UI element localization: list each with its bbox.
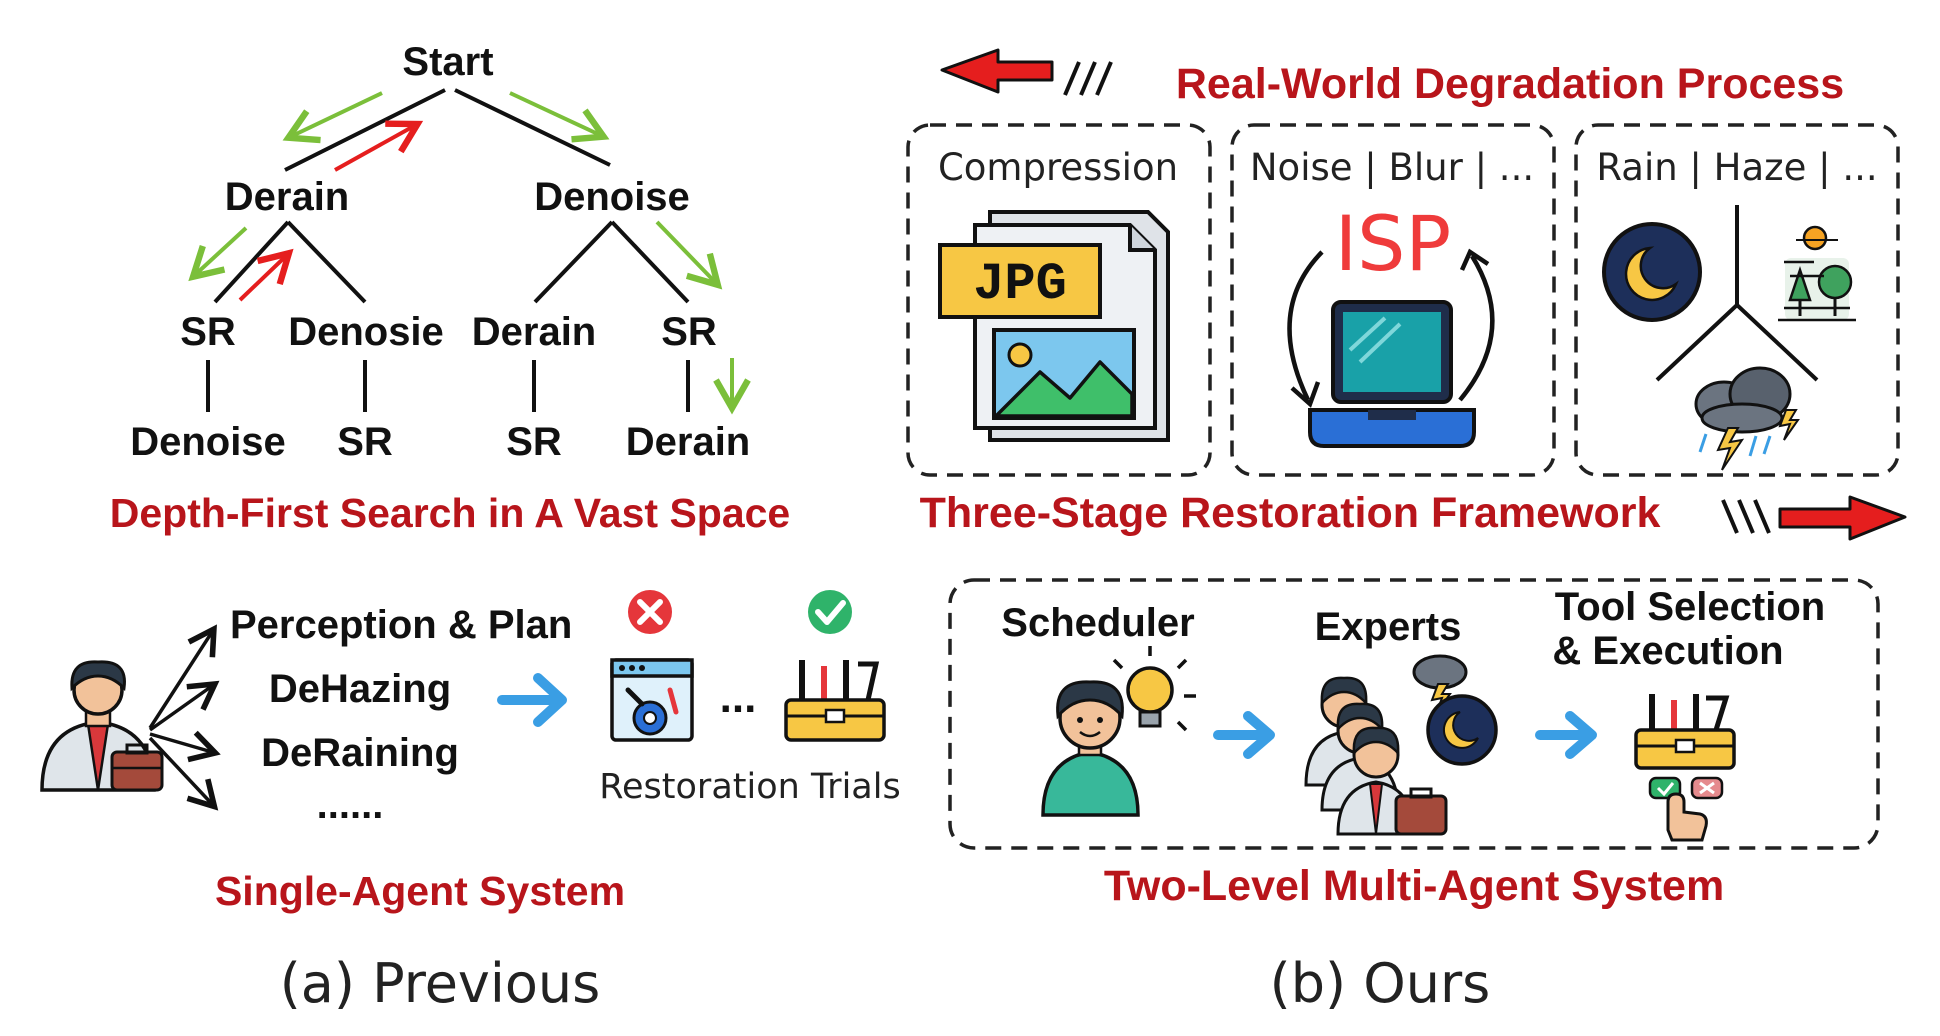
option-fan-arrows — [148, 624, 221, 811]
haze-forest-icon — [1778, 225, 1856, 322]
tree-node-sr-right: SR — [661, 310, 717, 354]
tree-node-sr-left: SR — [180, 310, 236, 354]
single-agent-section: Perception & Plan DeHazing DeRaining ...… — [40, 590, 901, 914]
option-dehazing: DeHazing — [269, 667, 451, 711]
jpg-file-icon: JPG — [938, 210, 1170, 442]
scheduler-person-icon — [1041, 680, 1140, 817]
noise-blur-label: Noise | Blur | ... — [1250, 146, 1534, 189]
noise-blur-box: Noise | Blur | ... ISP — [1230, 123, 1556, 477]
thunderstorm-icon — [1694, 366, 1800, 471]
option-deraining: DeRaining — [261, 731, 459, 775]
blue-arrow-icon — [1213, 711, 1275, 759]
isp-label: ISP — [1335, 199, 1452, 288]
blue-arrow-icon — [1535, 711, 1597, 759]
left-big-arrow-icon — [940, 48, 1113, 96]
rain-haze-box: Rain | Haze | ... — [1574, 123, 1900, 477]
degradation-title: Real-World Degradation Process — [1176, 60, 1844, 108]
option-perception-plan: Perception & Plan — [230, 603, 572, 647]
degradation-header: Real-World Degradation Process — [940, 48, 1844, 108]
moon-icon — [1602, 222, 1702, 322]
right-big-arrow-icon — [1721, 495, 1907, 541]
tree-node-start: Start — [402, 40, 493, 84]
jpg-label: JPG — [973, 255, 1067, 314]
multi-agent-caption: Two-Level Multi-Agent System — [1104, 862, 1724, 910]
framework-title: Three-Stage Restoration Framework — [920, 489, 1661, 537]
tree-node-derain-mid: Derain — [472, 310, 597, 354]
restoration-trials-label: Restoration Trials — [599, 767, 900, 807]
success-check-icon — [808, 590, 852, 634]
subcaption-b: (b) Ours — [1270, 952, 1491, 1015]
tool-execution-label: & Execution — [1552, 629, 1783, 673]
tree-node-denosie: Denosie — [288, 310, 444, 354]
compression-label: Compression — [938, 146, 1178, 189]
experts-label: Experts — [1315, 605, 1462, 649]
option-more: ...... — [317, 783, 384, 827]
search-tree: Start Derain Denoise SR Denosie Derain S… — [110, 40, 791, 536]
experts-group-icon — [1304, 654, 1498, 836]
toolbox-selection-icon — [1634, 694, 1736, 842]
search-arrows — [188, 91, 751, 415]
trials-ellipsis: ... — [720, 673, 757, 722]
lightbulb-icon — [1112, 646, 1196, 732]
rain-haze-label: Rain | Haze | ... — [1596, 146, 1877, 189]
blue-arrow-icon — [497, 673, 567, 727]
tree-leaf-sr-1: SR — [337, 420, 393, 464]
tree-leaf-sr-2: SR — [506, 420, 562, 464]
compression-box: Compression JPG — [906, 123, 1212, 477]
subcaption-a: (a) Previous — [280, 952, 601, 1015]
y-split-lines — [1655, 205, 1819, 382]
browser-tools-icon — [610, 658, 694, 742]
agent-with-briefcase-icon — [40, 660, 164, 792]
fail-x-icon — [628, 590, 672, 634]
toolbox-icon — [784, 660, 886, 742]
tree-leaf-denoise: Denoise — [130, 420, 286, 464]
tree-leaf-derain: Derain — [626, 420, 751, 464]
single-agent-caption: Single-Agent System — [215, 868, 625, 914]
laptop-icon — [1308, 300, 1476, 448]
multi-agent-section: Scheduler Experts Tool Selection & Execu… — [948, 578, 1880, 910]
cycle-arrows-icon — [1287, 248, 1495, 408]
scheduler-label: Scheduler — [1001, 601, 1194, 645]
tree-edges — [206, 88, 690, 412]
tool-selection-label: Tool Selection — [1555, 585, 1825, 629]
tree-node-derain: Derain — [225, 175, 350, 219]
tree-node-denoise: Denoise — [534, 175, 690, 219]
tree-caption: Depth-First Search in A Vast Space — [110, 490, 791, 536]
framework-header: Three-Stage Restoration Framework — [920, 489, 1907, 541]
